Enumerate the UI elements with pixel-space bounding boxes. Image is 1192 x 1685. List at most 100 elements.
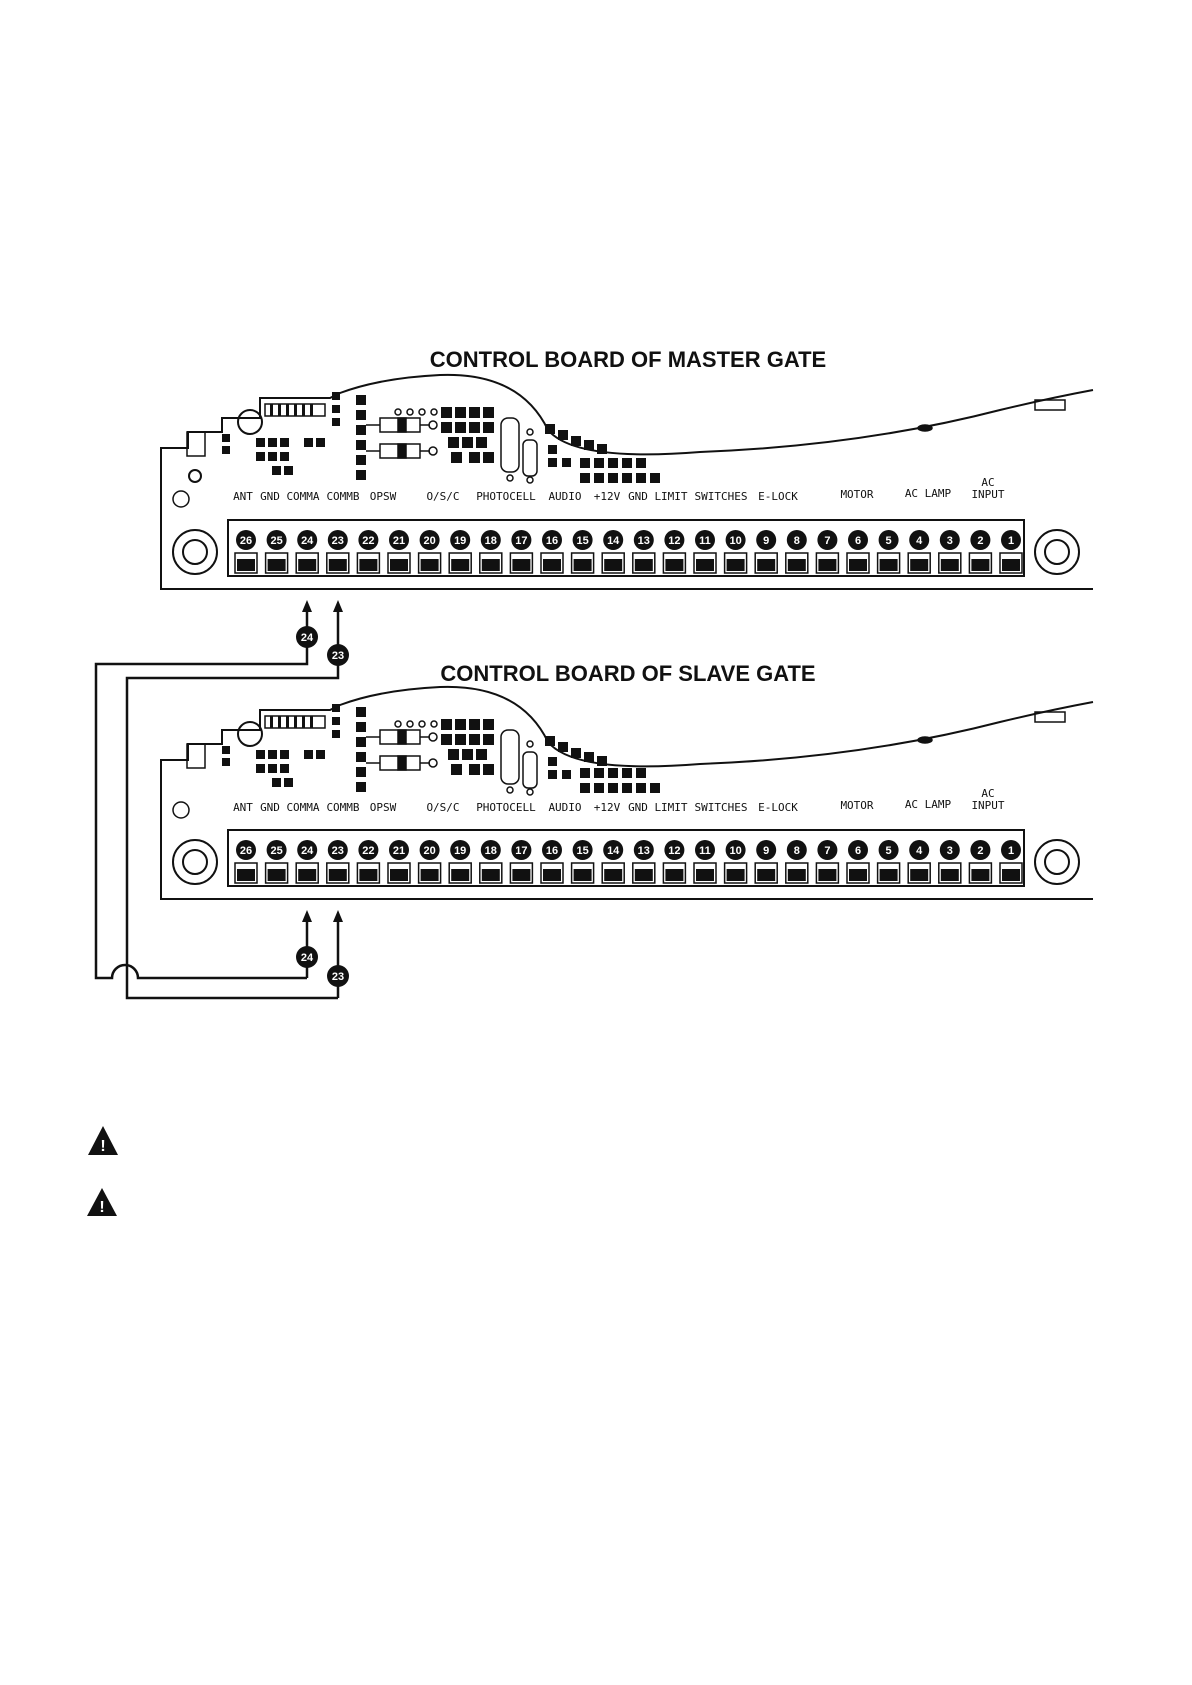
screw-terminal-slot (420, 559, 439, 571)
label-elock: E-LOCK (758, 490, 798, 503)
terminal-number: 14 (607, 845, 620, 857)
terminal-24: 24 (295, 840, 319, 884)
terminal-number-badge (970, 840, 991, 860)
terminal-number-badge (725, 530, 746, 550)
warning-triangle-icon (87, 1188, 117, 1216)
screw-terminal-slot (512, 869, 531, 881)
label-osc: O/S/C (426, 801, 459, 814)
label-osc: O/S/C (426, 490, 459, 503)
callout-24-number: 24 (301, 952, 314, 964)
terminal-7: 7 (815, 530, 840, 574)
terminal-labels: ANT GND COMMA COMMB OPSW O/S/C PHOTOCELL… (233, 787, 1005, 814)
terminal-25: 25 (264, 840, 289, 884)
terminal-17: 17 (509, 530, 534, 574)
label-limit: LIMIT (654, 490, 687, 503)
screw-terminal-slot (757, 869, 776, 881)
terminal-number: 17 (515, 845, 527, 857)
terminal-number: 19 (454, 535, 466, 547)
screw-terminal-slot (696, 869, 714, 881)
terminal-26: 26 (234, 530, 258, 574)
screw-terminal-slot (298, 869, 317, 881)
terminal-number: 10 (729, 845, 741, 857)
terminal-number: 4 (916, 535, 923, 547)
terminal-26: 26 (234, 840, 258, 884)
terminal-21: 21 (387, 840, 411, 884)
terminal-number-badge (236, 840, 256, 860)
label-limit: LIMIT (654, 801, 687, 814)
screw-terminal-slot (940, 559, 959, 571)
terminal-20: 20 (417, 840, 442, 884)
warning-1: ! (88, 1126, 118, 1155)
terminal-number-badge (266, 840, 287, 860)
warning-1-symbol: ! (100, 1138, 105, 1155)
terminal-number: 25 (270, 845, 282, 857)
terminal-strip (172, 829, 1080, 887)
terminal-number-badge (542, 840, 562, 860)
screw-terminal-slot (1002, 869, 1020, 881)
terminal-9: 9 (754, 840, 778, 884)
terminal-23: 23 (326, 840, 350, 884)
label-motor: MOTOR (840, 488, 873, 501)
master-control-board: CONTROL BOARD OF MASTER GATE (160, 347, 1094, 666)
screw-terminal-slot (634, 869, 653, 881)
terminal-number: 18 (485, 535, 497, 547)
slave-board-title: CONTROL BOARD OF SLAVE GATE (440, 661, 815, 686)
terminal-number: 7 (824, 535, 830, 547)
label-ac: AC (981, 476, 994, 489)
terminal-19: 19 (448, 840, 472, 884)
terminal-15: 15 (570, 840, 595, 884)
screw-terminal-slot (910, 869, 929, 881)
terminal-number-badge (480, 840, 501, 860)
label-ant: ANT (233, 490, 253, 503)
screw-terminal-slot (543, 559, 561, 571)
terminal-number: 20 (423, 535, 435, 547)
screw-terminal-slot (879, 559, 898, 571)
screw-terminal-slot (267, 869, 286, 881)
terminal-number-badge (511, 530, 532, 550)
warning-2-symbol: ! (99, 1199, 104, 1216)
screw-terminal-slot (696, 559, 714, 571)
terminal-number: 2 (977, 535, 983, 547)
terminal-number: 9 (763, 535, 769, 547)
callout-23: 23 (327, 965, 349, 987)
terminal-1: 1 (999, 840, 1023, 884)
screw-terminal-slot (390, 869, 408, 881)
callout-24: 24 (296, 946, 318, 968)
terminal-number: 21 (393, 845, 405, 857)
terminal-10: 10 (723, 840, 748, 884)
screw-terminal-slot (359, 559, 378, 571)
terminal-number: 26 (240, 535, 252, 547)
terminal-10: 10 (723, 530, 748, 574)
screw-terminal-slot (665, 869, 684, 881)
terminal-number: 20 (423, 845, 435, 857)
terminal-3: 3 (938, 840, 962, 884)
screw-terminal-slot (543, 869, 561, 881)
label-comma: COMMA (286, 801, 319, 814)
terminal-3: 3 (938, 530, 962, 574)
terminal-7: 7 (815, 840, 840, 884)
screw-terminal-slot (910, 559, 929, 571)
terminal-13: 13 (632, 840, 656, 884)
terminal-number: 13 (638, 845, 650, 857)
label-switches: SWITCHES (695, 801, 748, 814)
terminal-number-badge (236, 530, 256, 550)
terminal-15: 15 (570, 530, 595, 574)
terminal-number: 16 (546, 845, 558, 857)
terminal-number-badge (450, 840, 471, 860)
label-input: INPUT (971, 488, 1004, 501)
label-ac-lamp: AC LAMP (905, 487, 952, 500)
label-12v: +12V (594, 490, 621, 503)
screw-terminal-slot (634, 559, 653, 571)
callout-23: 23 (327, 644, 349, 666)
terminal-25: 25 (264, 530, 289, 574)
terminal-number-badge (480, 530, 501, 550)
terminal-number: 15 (576, 845, 588, 857)
terminal-number: 7 (824, 845, 830, 857)
terminal-number-badge (664, 840, 685, 860)
terminal-18: 18 (479, 530, 503, 574)
screw-terminal-slot (573, 869, 592, 881)
terminal-17: 17 (509, 840, 534, 884)
terminal-number-badge (909, 530, 930, 550)
screw-terminal-slot (1002, 559, 1020, 571)
